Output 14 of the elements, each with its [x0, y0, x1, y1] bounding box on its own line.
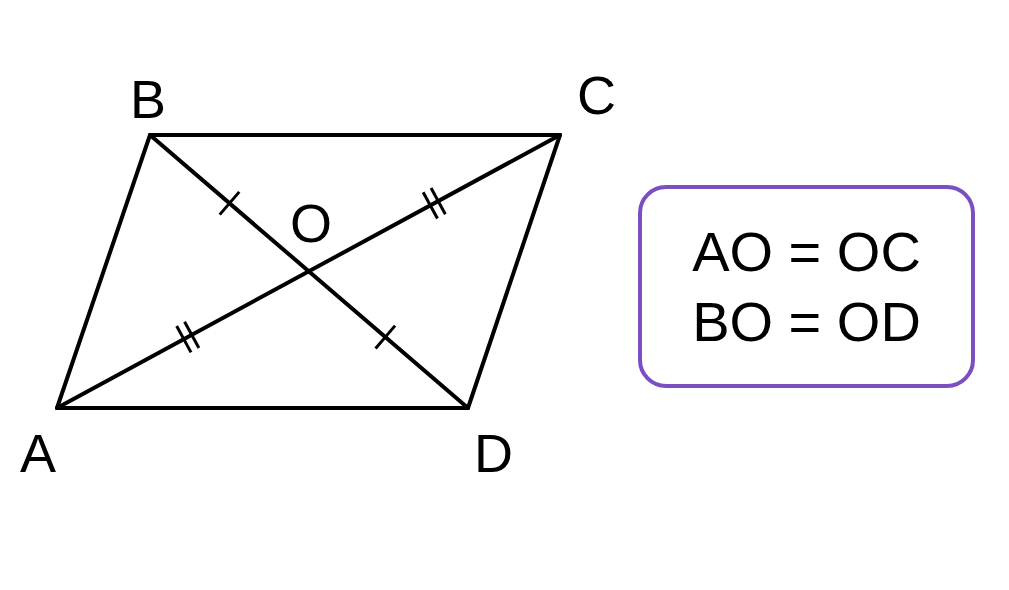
point-label: O	[290, 196, 332, 250]
equation-text: AO = OC	[692, 220, 921, 283]
line-segment	[55, 133, 562, 410]
line-segment	[466, 133, 562, 410]
equation-box	[638, 185, 975, 388]
line-segment	[148, 133, 562, 137]
vertex-label: C	[560, 68, 616, 135]
line-segment	[55, 406, 470, 410]
vertex-label: A	[20, 408, 68, 480]
equation-text: BO = OD	[692, 290, 921, 353]
vertex-label: B	[130, 72, 178, 135]
vertex-label: D	[465, 408, 513, 480]
line-segment	[55, 133, 152, 410]
line-segment	[148, 133, 470, 410]
